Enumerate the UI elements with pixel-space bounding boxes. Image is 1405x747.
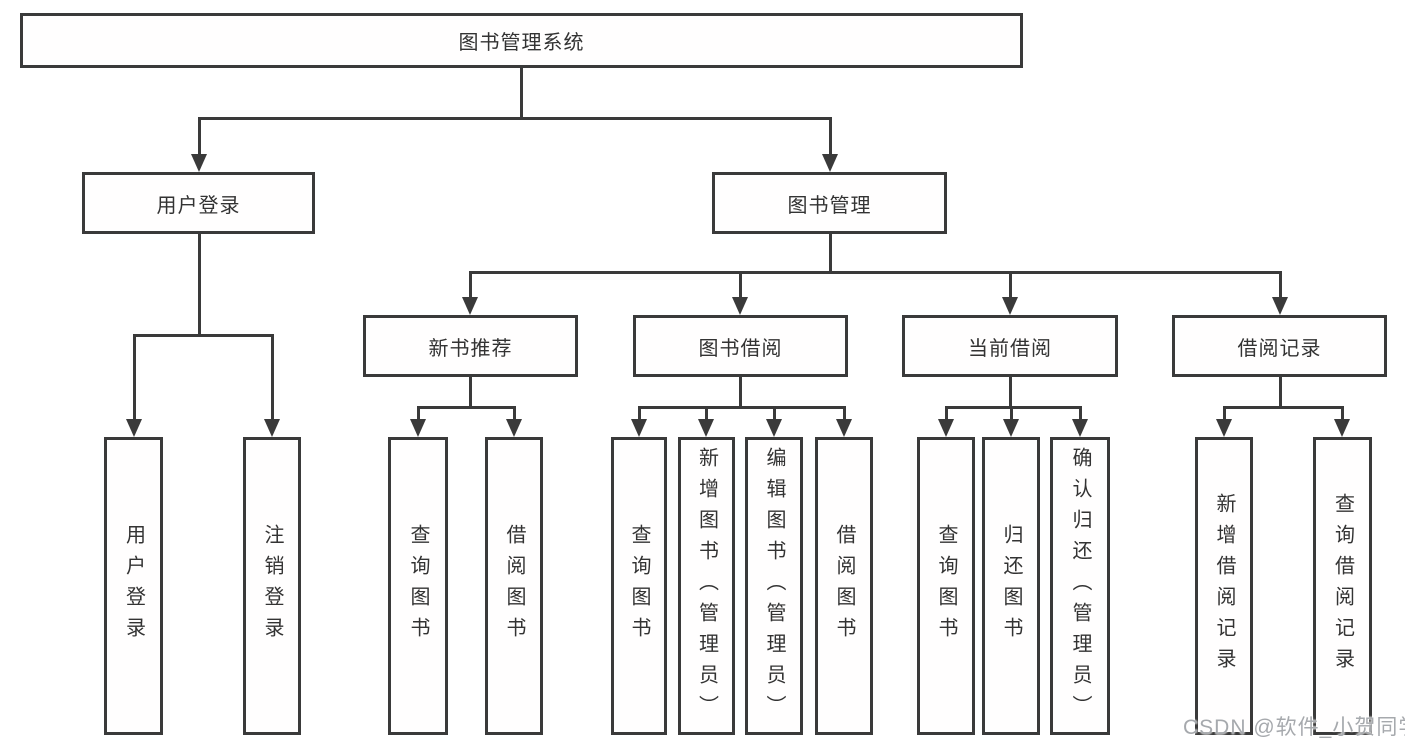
connector-line [469, 376, 472, 408]
node-current-borrowing: 当前借阅 [902, 315, 1118, 377]
leaf-edit-book-admin: 编辑图书（管理员） [745, 437, 803, 735]
connector-line [705, 407, 708, 421]
leaf-query-books-borrowing: 查询图书 [611, 437, 667, 735]
connector-line [1223, 406, 1344, 409]
arrowhead [462, 297, 478, 315]
node-new-book-recommend: 新书推荐 [363, 315, 578, 377]
connector-line [198, 233, 201, 337]
leaf-query-books-recommend: 查询图书 [388, 437, 448, 735]
connector-line [1279, 272, 1282, 299]
arrowhead [506, 419, 522, 437]
leaf-borrow-books-recommend: 借阅图书 [485, 437, 543, 735]
connector-line [945, 406, 1082, 409]
node-label: 归还图书 [1000, 524, 1022, 648]
connector-line [1009, 376, 1012, 408]
node-label: 查询借阅记录 [1331, 493, 1354, 679]
arrowhead [836, 419, 852, 437]
connector-line [469, 271, 1282, 274]
connector-line [638, 407, 641, 421]
node-label: 借阅记录 [1237, 337, 1322, 360]
node-user-login: 用户登录 [82, 172, 315, 234]
leaf-user-login: 用户登录 [104, 437, 163, 735]
csdn-watermark: CSDN @软件_小贺同学 [1183, 716, 1405, 739]
node-book-management: 图书管理 [712, 172, 947, 234]
node-label: 新书推荐 [428, 337, 513, 360]
node-label: 新增借阅记录 [1213, 493, 1235, 679]
connector-line [638, 406, 846, 409]
connector-line [1223, 407, 1226, 421]
node-label: 确认归还（管理员） [1069, 446, 1091, 726]
node-label: 当前借阅 [968, 337, 1052, 360]
arrowhead [732, 297, 748, 315]
node-label: 借阅图书 [833, 524, 855, 648]
connector-line [198, 117, 832, 120]
node-label: 编辑图书（管理员） [763, 446, 785, 726]
arrowhead [766, 419, 782, 437]
arrowhead [126, 419, 142, 437]
leaf-return-books: 归还图书 [982, 437, 1040, 735]
leaf-query-borrow-record: 查询借阅记录 [1313, 437, 1372, 735]
leaf-query-books-current: 查询图书 [917, 437, 975, 735]
connector-line [1010, 407, 1013, 421]
node-library-system: 图书管理系统 [20, 13, 1023, 68]
leaf-borrow-books-borrowing: 借阅图书 [815, 437, 873, 735]
connector-line [133, 334, 274, 337]
connector-line [945, 407, 948, 421]
node-label: 图书管理系统 [458, 32, 585, 54]
connector-line [271, 335, 274, 421]
node-label: 查询图书 [628, 524, 650, 648]
arrowhead [264, 419, 280, 437]
node-label: 查询图书 [935, 524, 957, 648]
node-label: 查询图书 [407, 524, 429, 648]
node-book-borrowing: 图书借阅 [633, 315, 848, 377]
connector-line [1009, 272, 1012, 299]
arrowhead [1216, 419, 1232, 437]
connector-line [417, 407, 420, 421]
node-label: 图书管理 [787, 194, 872, 217]
node-label: 用户登录 [156, 194, 241, 217]
node-label: 新增图书（管理员） [695, 446, 718, 726]
connector-line [829, 118, 832, 156]
arrowhead [1002, 297, 1018, 315]
connector-line [417, 406, 516, 409]
leaf-logout: 注销登录 [243, 437, 301, 735]
leaf-add-book-admin: 新增图书（管理员） [678, 437, 735, 735]
arrowhead [1003, 419, 1019, 437]
connector-line [520, 68, 523, 120]
arrowhead [822, 154, 838, 172]
arrowhead [1072, 419, 1088, 437]
node-label: 借阅图书 [503, 524, 525, 648]
leaf-confirm-return-admin: 确认归还（管理员） [1050, 437, 1110, 735]
connector-line [829, 233, 832, 274]
connector-line [469, 272, 472, 299]
arrowhead [938, 419, 954, 437]
connector-line [739, 272, 742, 299]
connector-line [773, 407, 776, 421]
node-label: 图书借阅 [698, 337, 783, 360]
arrowhead [191, 154, 207, 172]
arrowhead [1334, 419, 1350, 437]
node-label: 用户登录 [122, 524, 145, 648]
arrowhead [1272, 297, 1288, 315]
arrowhead [698, 419, 714, 437]
connector-line [133, 335, 136, 421]
arrowhead [631, 419, 647, 437]
node-label: 注销登录 [261, 524, 283, 648]
connector-line [843, 407, 846, 421]
node-borrow-records: 借阅记录 [1172, 315, 1387, 377]
connector-line [1341, 407, 1344, 421]
leaf-add-borrow-record: 新增借阅记录 [1195, 437, 1253, 735]
connector-line [1279, 376, 1282, 408]
arrowhead [410, 419, 426, 437]
connector-line [198, 118, 201, 156]
connector-line [739, 376, 742, 408]
connector-line [513, 407, 516, 421]
connector-line [1079, 407, 1082, 421]
